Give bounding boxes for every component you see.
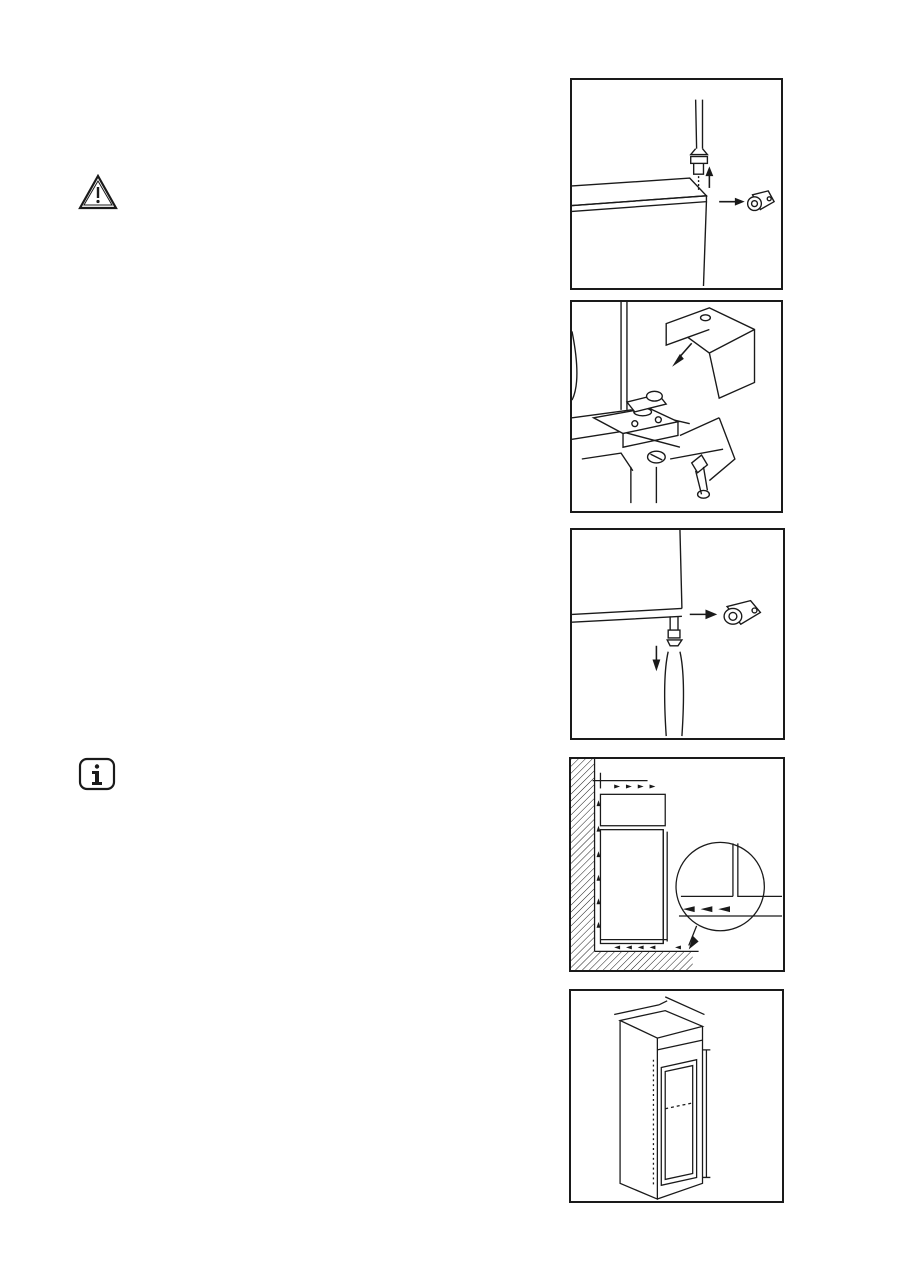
warning-triangle-icon bbox=[78, 173, 118, 210]
figure-niche-dimensions bbox=[569, 989, 784, 1203]
screwdriver-icon bbox=[572, 99, 776, 287]
info-icon bbox=[78, 757, 116, 791]
cabinet-icon bbox=[614, 996, 711, 1200]
hinge-icon bbox=[572, 302, 756, 504]
figure-remove-bottom-hinge-pin bbox=[570, 528, 785, 740]
figure-hinge-bracket-exploded bbox=[570, 300, 783, 513]
figure-remove-top-hinge-pin bbox=[570, 78, 783, 290]
screwdriver-icon bbox=[572, 530, 762, 737]
figure-ventilation-airflow bbox=[569, 757, 785, 972]
airflow-icon bbox=[571, 759, 783, 970]
